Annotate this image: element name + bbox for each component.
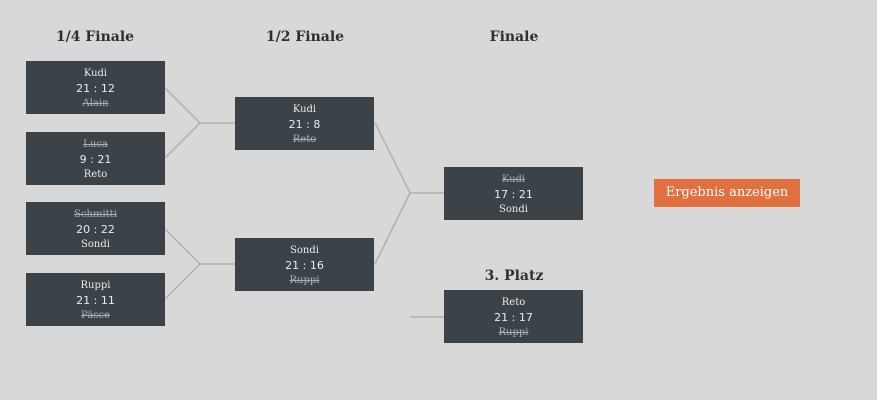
player-winner: Sondi	[81, 239, 110, 250]
player-eliminated: Luca	[83, 139, 108, 150]
match-semi-2: Sondi 21 : 16 Ruppi	[235, 238, 374, 291]
player-eliminated: Kudi	[501, 174, 526, 185]
match-score: 9 : 21	[79, 153, 112, 166]
match-score: 21 : 12	[76, 82, 115, 95]
player-winner: Kudi	[83, 68, 108, 79]
match-quarter-2: Luca 9 : 21 Reto	[26, 132, 165, 185]
match-quarter-4: Ruppi 21 : 11 Päsce	[26, 273, 165, 326]
match-quarter-3: Schmitti 20 : 22 Sondi	[26, 202, 165, 255]
player-winner: Ruppi	[80, 280, 111, 291]
match-quarter-1: Kudi 21 : 12 Alain	[26, 61, 165, 114]
player-eliminated: Ruppi	[289, 275, 320, 286]
match-score: 20 : 22	[76, 223, 115, 236]
player-winner: Sondi	[499, 204, 528, 215]
match-score: 21 : 8	[288, 118, 321, 131]
player-winner: Kudi	[292, 104, 317, 115]
match-score: 21 : 11	[76, 294, 115, 307]
player-winner: Sondi	[290, 245, 319, 256]
player-eliminated: Päsce	[81, 310, 110, 321]
player-winner: Reto	[501, 297, 526, 308]
show-result-button[interactable]: Ergebnis anzeigen	[654, 179, 800, 207]
match-final: Kudi 17 : 21 Sondi	[444, 167, 583, 220]
round-title-third-place: 3. Platz	[484, 268, 544, 284]
match-third-place: Reto 21 : 17 Ruppi	[444, 290, 583, 343]
player-eliminated: Ruppi	[498, 327, 529, 338]
player-eliminated: Alain	[82, 98, 109, 109]
connector-line	[164, 122, 201, 159]
match-score: 17 : 21	[494, 188, 533, 201]
round-title-final: Finale	[489, 29, 539, 45]
player-eliminated: Reto	[292, 134, 317, 145]
player-winner: Reto	[83, 169, 108, 180]
match-semi-1: Kudi 21 : 8 Reto	[235, 97, 374, 150]
round-title-semi-final: 1/2 Finale	[265, 29, 345, 45]
connector-line	[164, 263, 201, 300]
connector-line	[164, 228, 201, 265]
player-eliminated: Schmitti	[74, 209, 117, 220]
match-score: 21 : 16	[285, 259, 324, 272]
connector-line	[164, 87, 201, 124]
match-score: 21 : 17	[494, 311, 533, 324]
round-title-quarter-final: 1/4 Finale	[55, 29, 135, 45]
connector-line	[374, 192, 411, 265]
connector-line	[374, 122, 411, 194]
